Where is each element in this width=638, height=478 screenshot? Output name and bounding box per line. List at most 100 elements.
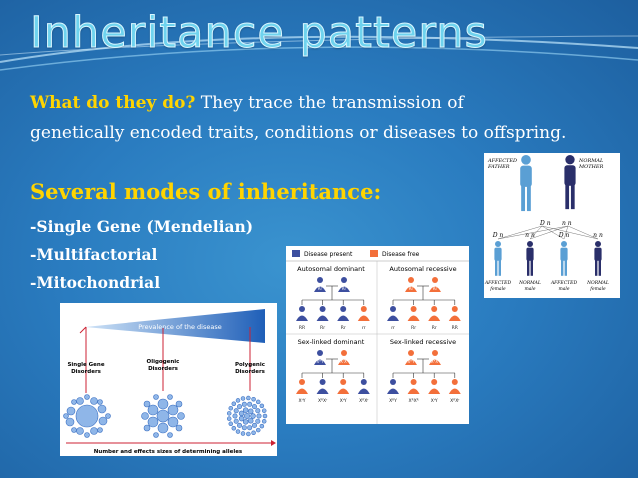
bubble bbox=[231, 425, 237, 431]
bubble bbox=[143, 424, 151, 432]
child-genotype: XᴿY bbox=[389, 398, 397, 404]
mode-item-single-gene: -Single Gene (Mendelian) bbox=[30, 217, 254, 236]
bubble bbox=[232, 413, 238, 419]
bubble bbox=[255, 399, 261, 405]
child-allele-text: D n bbox=[492, 232, 504, 239]
bubble bbox=[175, 400, 183, 408]
legend-disease-present: Disease present bbox=[304, 251, 353, 258]
bubble bbox=[177, 412, 185, 420]
child-genotype: XᴿXʳ bbox=[318, 398, 328, 404]
title-autosomal-recessive: Autosomal recessive bbox=[389, 265, 456, 273]
genotype-label: XᴿXʳ bbox=[431, 359, 440, 364]
bubble bbox=[167, 394, 173, 400]
bubble bbox=[235, 398, 241, 403]
pedigree-person bbox=[407, 306, 420, 321]
bubble bbox=[98, 416, 108, 426]
pedigree-person: XᴿY bbox=[405, 350, 417, 365]
pedigree-person bbox=[407, 379, 420, 394]
bubble bbox=[262, 413, 268, 419]
bubble bbox=[256, 413, 262, 419]
bubble bbox=[153, 432, 159, 438]
bubble bbox=[255, 418, 261, 424]
bubble bbox=[156, 409, 170, 423]
bubble bbox=[167, 416, 179, 428]
bubble bbox=[233, 408, 239, 414]
bubble bbox=[90, 427, 98, 435]
figure-inheritance-patterns: Disease present Disease free Autosomal d… bbox=[286, 246, 469, 424]
title-sex-linked-recessive: Sex-linked recessive bbox=[390, 338, 456, 346]
bubble bbox=[255, 408, 261, 414]
page-title: Inheritance patterns bbox=[30, 8, 488, 59]
bubble bbox=[240, 396, 246, 401]
bubble bbox=[238, 415, 245, 422]
person-silhouette bbox=[560, 241, 568, 276]
child-genotype: XʳY bbox=[431, 398, 438, 404]
genotype-label: XᴿY bbox=[408, 359, 415, 364]
bubble bbox=[76, 397, 84, 405]
person-silhouette bbox=[564, 155, 576, 210]
person-silhouette bbox=[520, 155, 532, 212]
pedigree-person: Rr bbox=[314, 277, 326, 292]
child-genotype: Rr bbox=[320, 325, 325, 331]
bubble bbox=[259, 423, 265, 429]
bubble bbox=[244, 413, 251, 420]
child-genotype: rr bbox=[391, 325, 395, 331]
bubble bbox=[255, 427, 261, 433]
bubble bbox=[242, 407, 249, 413]
bubble bbox=[175, 424, 183, 432]
pedigree-person: XʳXʳ bbox=[338, 350, 350, 365]
pedigree-person bbox=[428, 379, 441, 394]
intro-paragraph: What do they do? They trace the transmis… bbox=[30, 88, 630, 148]
bubble bbox=[246, 395, 251, 401]
mode-item-mitochondrial: -Mitochondrial bbox=[30, 273, 161, 292]
bubble bbox=[157, 398, 169, 410]
bubble bbox=[75, 404, 99, 428]
pedigree-person bbox=[428, 306, 441, 321]
child-genotype: XᴿXᴿ bbox=[409, 398, 419, 404]
pedigree-person bbox=[387, 306, 399, 321]
child-genotype: XᴿXʳ bbox=[359, 398, 369, 404]
bubble bbox=[147, 404, 159, 416]
bubble bbox=[97, 404, 107, 414]
bubble bbox=[90, 397, 98, 405]
bubble bbox=[97, 399, 103, 405]
pedigree-person bbox=[316, 379, 329, 394]
bubble bbox=[105, 413, 111, 419]
child-genotype: XʳY bbox=[340, 398, 347, 404]
genotype-label: Rr bbox=[409, 286, 414, 291]
pedigree-person bbox=[296, 306, 308, 321]
parent-allele-text: n n bbox=[562, 220, 572, 227]
title-autosomal-dominant: Autosomal dominant bbox=[297, 265, 365, 273]
person-silhouette bbox=[594, 241, 602, 276]
modes-heading: Several modes of inheritance: bbox=[30, 179, 382, 204]
child-genotype: Rr bbox=[341, 325, 346, 331]
person-silhouette bbox=[526, 241, 534, 276]
axis-label: Number and effects sizes of determining … bbox=[94, 449, 243, 455]
bubble bbox=[143, 400, 151, 408]
bubble bbox=[247, 425, 253, 431]
title-sex-linked-dominant: Sex-linked dominant bbox=[298, 338, 365, 346]
genotype-label: Rr bbox=[433, 286, 438, 291]
bubble bbox=[238, 410, 245, 417]
intro-question: What do they do? bbox=[30, 93, 196, 113]
bubble bbox=[226, 416, 232, 421]
header-swoosh bbox=[0, 35, 638, 71]
pedigree-person bbox=[296, 379, 308, 394]
bubble bbox=[261, 408, 267, 413]
pedigree-person bbox=[448, 379, 461, 394]
parent-allele-text: D n bbox=[539, 220, 551, 227]
bubble bbox=[251, 430, 256, 436]
bubble bbox=[84, 394, 90, 400]
bubble bbox=[242, 419, 249, 425]
bubble bbox=[231, 401, 237, 407]
prevalence-wedge bbox=[85, 309, 265, 343]
bubble bbox=[228, 421, 234, 427]
pedigree-person bbox=[316, 306, 329, 321]
bubble bbox=[84, 432, 90, 438]
